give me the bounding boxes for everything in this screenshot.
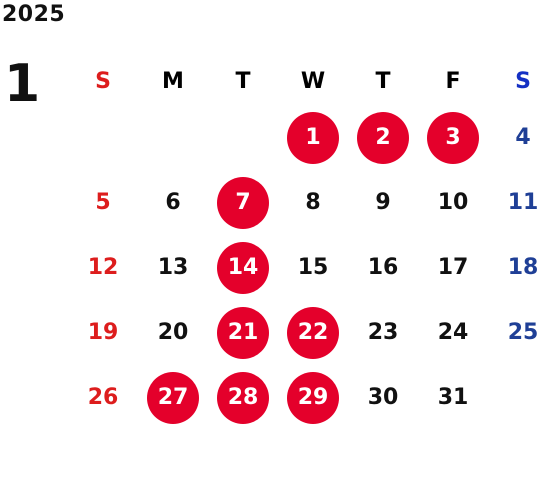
highlighted-day-number: 14 [217,241,269,294]
day-number: 31 [437,385,469,410]
calendar-grid: S M T W T F S 1 2 3 4 5 6 7 8 9 10 11 12… [68,57,548,430]
day-cell: 24 [418,300,488,365]
day-number: 20 [157,320,189,345]
weekday-header-thu: T [375,68,391,94]
day-number: 11 [507,190,539,215]
day-cell: 30 [348,365,418,430]
day-cell: 20 [138,300,208,365]
day-cell-empty [68,105,138,170]
day-cell: 27 [138,365,208,430]
day-cell: 9 [348,170,418,235]
day-number: 23 [367,320,399,345]
year-label: 2025 [2,2,66,27]
day-number: 26 [87,385,119,410]
day-cell-empty [208,105,278,170]
day-number: 16 [367,255,399,280]
day-number: 24 [437,320,469,345]
weekday-header-mon: M [162,68,184,94]
day-cell: 12 [68,235,138,300]
day-cell: 11 [488,170,548,235]
weekday-header-tue: T [235,68,251,94]
day-cell: 10 [418,170,488,235]
day-cell: 18 [488,235,548,300]
day-cell: 1 [278,105,348,170]
day-cell-empty [138,105,208,170]
day-cell: 31 [418,365,488,430]
day-cell: 5 [68,170,138,235]
day-number: 5 [95,190,111,215]
highlighted-day-number: 29 [287,371,339,424]
day-cell: 4 [488,105,548,170]
day-number: 15 [297,255,329,280]
day-number: 25 [507,320,539,345]
day-cell: 23 [348,300,418,365]
highlighted-day-number: 21 [217,306,269,359]
day-number: 17 [437,255,469,280]
day-cell: 7 [208,170,278,235]
day-cell: 8 [278,170,348,235]
highlighted-day-number: 22 [287,306,339,359]
day-cell: 6 [138,170,208,235]
day-number: 12 [87,255,119,280]
highlighted-day-number: 3 [427,111,479,164]
day-number: 4 [515,125,531,150]
weekday-header-sun: S [95,68,111,94]
highlighted-day-number: 1 [287,111,339,164]
day-cell: 21 [208,300,278,365]
highlighted-day-number: 2 [357,111,409,164]
day-number: 8 [305,190,321,215]
highlighted-day-number: 27 [147,371,199,424]
day-cell: 29 [278,365,348,430]
day-cell: 19 [68,300,138,365]
day-cell-empty [488,365,548,430]
weekday-header-fri: F [445,68,461,94]
day-cell: 3 [418,105,488,170]
day-number: 19 [87,320,119,345]
highlighted-day-number: 7 [217,176,269,229]
day-number: 30 [367,385,399,410]
day-cell: 28 [208,365,278,430]
day-cell: 26 [68,365,138,430]
day-cell: 15 [278,235,348,300]
day-number: 9 [375,190,391,215]
day-number: 10 [437,190,469,215]
day-cell: 25 [488,300,548,365]
month-number: 1 [4,54,41,114]
day-cell: 16 [348,235,418,300]
day-cell: 14 [208,235,278,300]
day-number: 18 [507,255,539,280]
day-number: 13 [157,255,189,280]
day-cell: 22 [278,300,348,365]
day-cell: 17 [418,235,488,300]
weekday-header-sat: S [515,68,531,94]
day-cell: 2 [348,105,418,170]
highlighted-day-number: 28 [217,371,269,424]
weekday-header-wed: W [300,68,326,94]
day-cell: 13 [138,235,208,300]
day-number: 6 [165,190,181,215]
